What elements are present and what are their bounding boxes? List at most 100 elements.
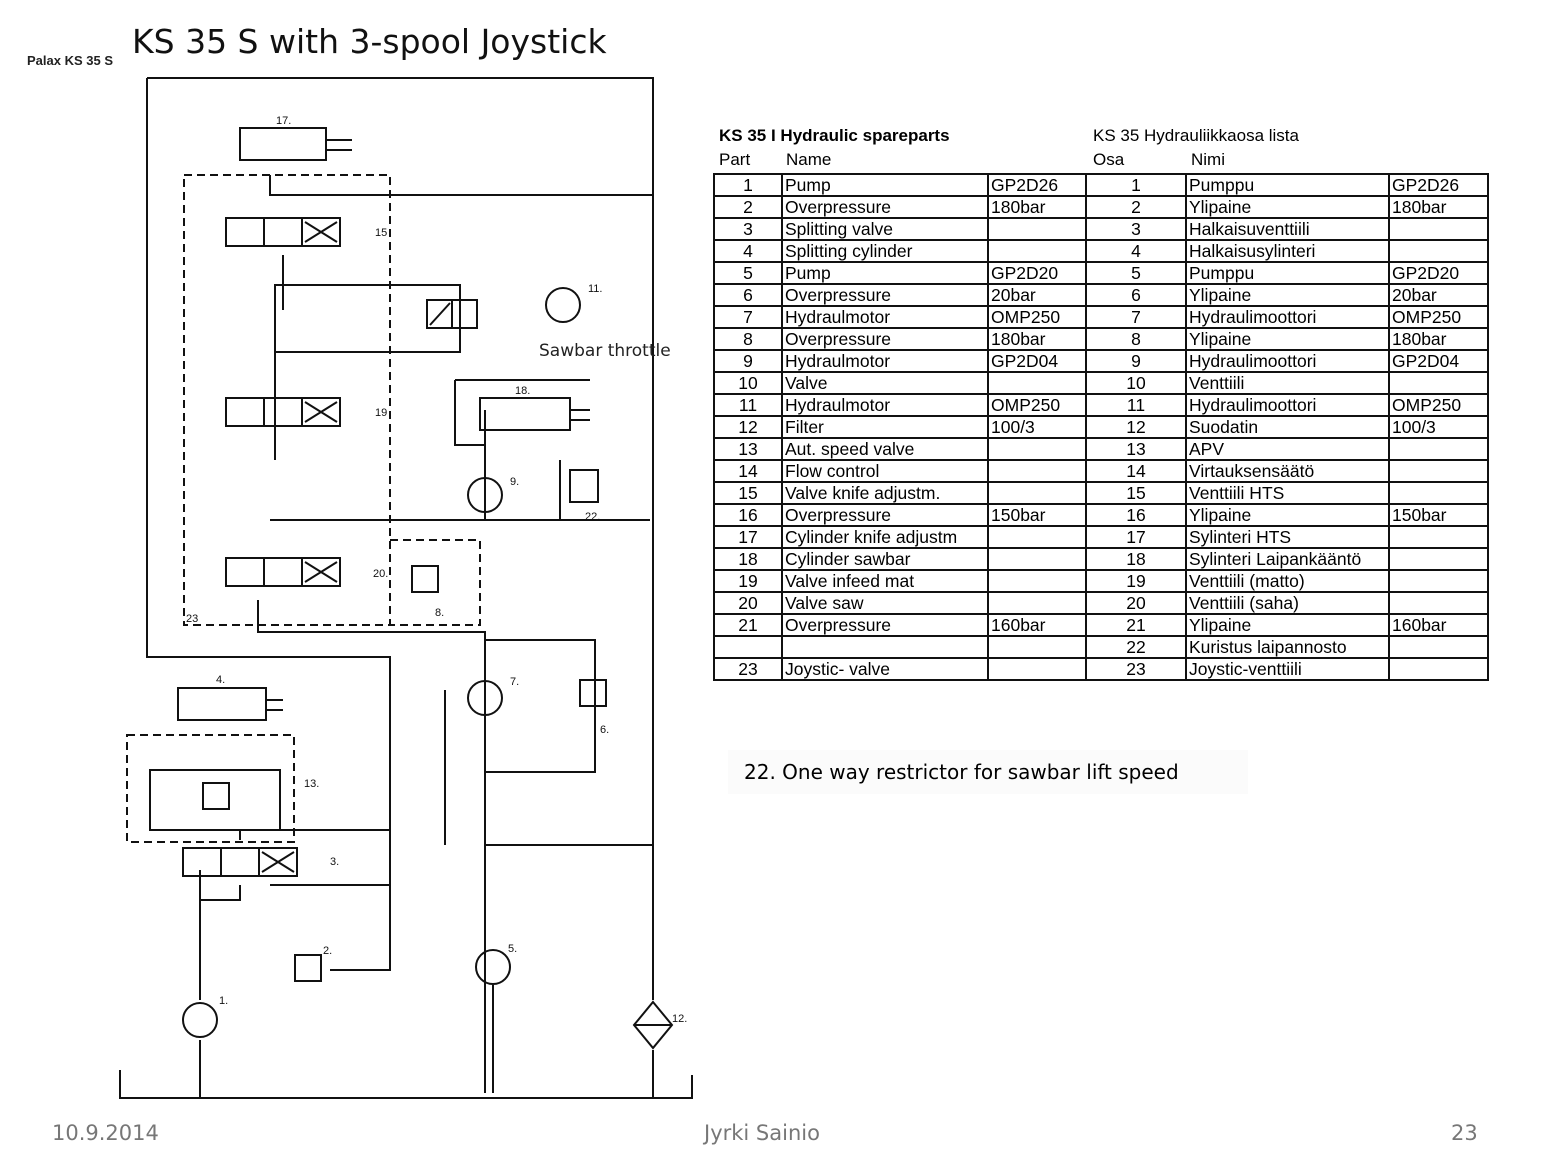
cell-part: 8 [713, 327, 783, 351]
cell-part: 21 [713, 613, 783, 637]
cell-spec-fi [1388, 569, 1489, 593]
cell-osa: 1 [1085, 173, 1187, 197]
cell-part: 2 [713, 195, 783, 219]
cell-spec [987, 569, 1087, 593]
cell-nimi: Venttiili (saha) [1185, 591, 1390, 615]
cell-name: Filter [781, 415, 989, 439]
motor-7 [467, 680, 503, 716]
footer-author: Jyrki Sainio [704, 1121, 820, 1145]
cell-spec [987, 547, 1087, 571]
cell-nimi: Sylinteri HTS [1185, 525, 1390, 549]
cell-spec [987, 481, 1087, 505]
cell-nimi: Venttiili [1185, 371, 1390, 395]
cell-part: 4 [713, 239, 783, 263]
cell-spec: 160bar [987, 613, 1087, 637]
label-9: 9. [510, 476, 519, 488]
cell-part: 17 [713, 525, 783, 549]
cylinder-17 [239, 127, 352, 161]
cell-spec-fi [1388, 525, 1489, 549]
cell-nimi: Halkaisuventtiili [1185, 217, 1390, 241]
cell-part: 19 [713, 569, 783, 593]
cell-nimi: Halkaisusylinteri [1185, 239, 1390, 263]
filter-12 [632, 1000, 674, 1050]
cell-osa: 3 [1085, 217, 1187, 241]
label-20: 20. [373, 568, 388, 580]
cell-part: 1 [713, 173, 783, 197]
cell-nimi: Ylipaine [1185, 327, 1390, 351]
cell-part: 9 [713, 349, 783, 373]
cell-spec-fi [1388, 459, 1489, 483]
cell-part: 15 [713, 481, 783, 505]
valve-15 [225, 217, 341, 247]
cell-spec: 20bar [987, 283, 1087, 307]
hydraulic-schematic: 17. 15 11. 19 18. 9. 22. 20. 8. 23 4. 7.… [119, 77, 693, 1099]
cell-spec: GP2D04 [987, 349, 1087, 373]
col-header-nimi: Nimi [1191, 150, 1225, 169]
cell-part: 14 [713, 459, 783, 483]
cell-nimi: Ylipaine [1185, 613, 1390, 637]
cell-osa: 4 [1085, 239, 1187, 263]
slide-subtitle: Palax KS 35 S [27, 53, 113, 68]
col-header-osa: Osa [1093, 150, 1125, 169]
cell-spec: OMP250 [987, 305, 1087, 329]
cell-spec-fi [1388, 547, 1489, 571]
label-7: 7. [510, 676, 519, 688]
dashed-enclosures [126, 174, 481, 843]
cell-osa: 8 [1085, 327, 1187, 351]
cell-spec: 100/3 [987, 415, 1087, 439]
cell-part: 3 [713, 217, 783, 241]
table-title-fi: KS 35 Hydrauliikkaosa lista [1093, 126, 1299, 145]
cell-name: Joystic- valve [781, 657, 989, 681]
valve-10 [426, 299, 478, 329]
cell-name: Hydraulmotor [781, 393, 989, 417]
label-12: 12. [672, 1013, 687, 1025]
cell-name: Pump [781, 261, 989, 285]
cell-nimi: Ylipaine [1185, 283, 1390, 307]
cell-spec [987, 437, 1087, 461]
cell-spec [987, 657, 1087, 681]
cell-nimi: Suodatin [1185, 415, 1390, 439]
relief-valve-2 [294, 954, 322, 982]
cell-spec-fi [1388, 437, 1489, 461]
cell-osa: 7 [1085, 305, 1187, 329]
cell-nimi: Venttiili HTS [1185, 481, 1390, 505]
cell-nimi: Ylipaine [1185, 195, 1390, 219]
cell-osa: 16 [1085, 503, 1187, 527]
cell-spec-fi [1388, 239, 1489, 263]
label-15: 15 [375, 227, 387, 239]
cell-osa: 21 [1085, 613, 1187, 637]
cell-name: Overpressure [781, 503, 989, 527]
cell-name: Pump [781, 173, 989, 197]
sawbar-throttle-callout: Sawbar throttle [539, 341, 671, 361]
label-22: 22. [585, 511, 600, 523]
valve-20 [225, 557, 341, 587]
cell-name [781, 635, 989, 659]
cell-spec-fi: 20bar [1388, 283, 1489, 307]
cell-nimi: Joystic-venttiili [1185, 657, 1390, 681]
cell-name: Flow control [781, 459, 989, 483]
relief-valve-8 [411, 565, 439, 593]
cell-name: Cylinder knife adjustm [781, 525, 989, 549]
cell-spec [987, 371, 1087, 395]
cell-osa: 23 [1085, 657, 1187, 681]
cell-part: 16 [713, 503, 783, 527]
hydraulic-lines [119, 77, 693, 1099]
cell-part: 5 [713, 261, 783, 285]
label-2: 2. [323, 945, 332, 957]
footer-page-number: 23 [1451, 1121, 1478, 1145]
label-19: 19 [375, 407, 387, 419]
cell-spec [987, 635, 1087, 659]
cell-spec-fi: 180bar [1388, 327, 1489, 351]
